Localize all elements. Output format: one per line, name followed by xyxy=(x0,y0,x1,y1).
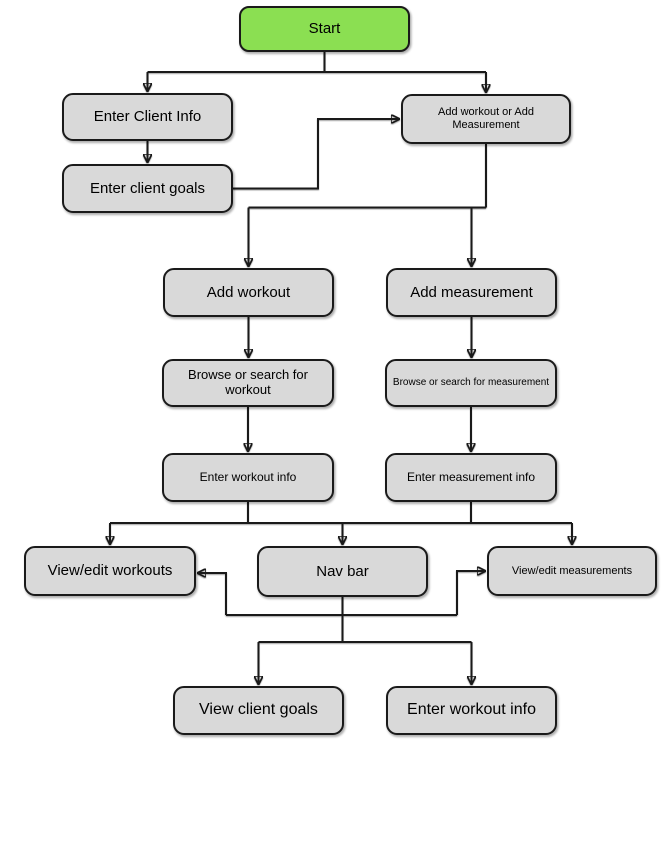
node-view-edit-workouts-label: View/edit workouts xyxy=(47,562,173,580)
node-enter-workout-info-label: Enter workout info xyxy=(199,469,297,484)
node-add-measurement-label: Add measurement xyxy=(410,283,533,301)
edge-start-split-bus xyxy=(147,52,486,73)
node-view-client-goals: View client goals xyxy=(173,686,344,735)
edge-nav-bar-bus xyxy=(226,597,457,642)
node-enter-workout-info-bottom: Enter workout info xyxy=(386,686,557,735)
node-add-workout-or-measurement: Add workout or Add Measurement xyxy=(401,94,571,144)
node-add-workout-or-measurement-label: Add workout or Add Measurement xyxy=(437,106,534,131)
node-nav-bar: Nav bar xyxy=(257,546,428,597)
node-view-edit-measurements: View/edit measurements xyxy=(487,546,657,596)
node-add-workout: Add workout xyxy=(163,268,334,317)
edge-merge-bus xyxy=(110,502,572,524)
node-enter-client-info-label: Enter Client Info xyxy=(93,108,202,126)
node-enter-workout-info-bottom-label: Enter workout info xyxy=(407,701,536,719)
node-view-client-goals-label: View client goals xyxy=(199,701,318,719)
edge-nav-bar-to-view-edit-measurements xyxy=(456,571,485,615)
node-start: Start xyxy=(239,6,410,52)
node-browse-or-search-measurement: Browse or search for measurement xyxy=(385,359,557,407)
node-view-edit-measurements-label: View/edit measurements xyxy=(511,564,633,577)
edge-client-goals-to-add-workout-or-measurement xyxy=(233,119,399,190)
node-enter-client-goals: Enter client goals xyxy=(62,164,233,213)
node-add-measurement: Add measurement xyxy=(386,268,557,317)
node-browse-or-search-workout-label: Browse or search for workout xyxy=(188,367,308,397)
node-enter-measurement-info-label: Enter measurement info xyxy=(406,469,536,484)
node-start-label: Start xyxy=(308,20,341,38)
node-add-workout-label: Add workout xyxy=(206,283,291,301)
node-browse-or-search-measurement-label: Browse or search for measurement xyxy=(392,377,550,389)
node-nav-bar-label: Nav bar xyxy=(316,562,369,580)
node-browse-or-search-workout: Browse or search for workout xyxy=(162,359,334,407)
node-enter-client-info: Enter Client Info xyxy=(62,93,233,141)
node-enter-workout-info: Enter workout info xyxy=(162,453,334,502)
node-view-edit-workouts: View/edit workouts xyxy=(24,546,196,596)
node-enter-client-goals-label: Enter client goals xyxy=(89,179,206,197)
edge-nav-bar-to-view-edit-workouts xyxy=(198,573,227,615)
edge-awam-split-bus xyxy=(248,144,487,209)
node-enter-measurement-info: Enter measurement info xyxy=(385,453,557,502)
